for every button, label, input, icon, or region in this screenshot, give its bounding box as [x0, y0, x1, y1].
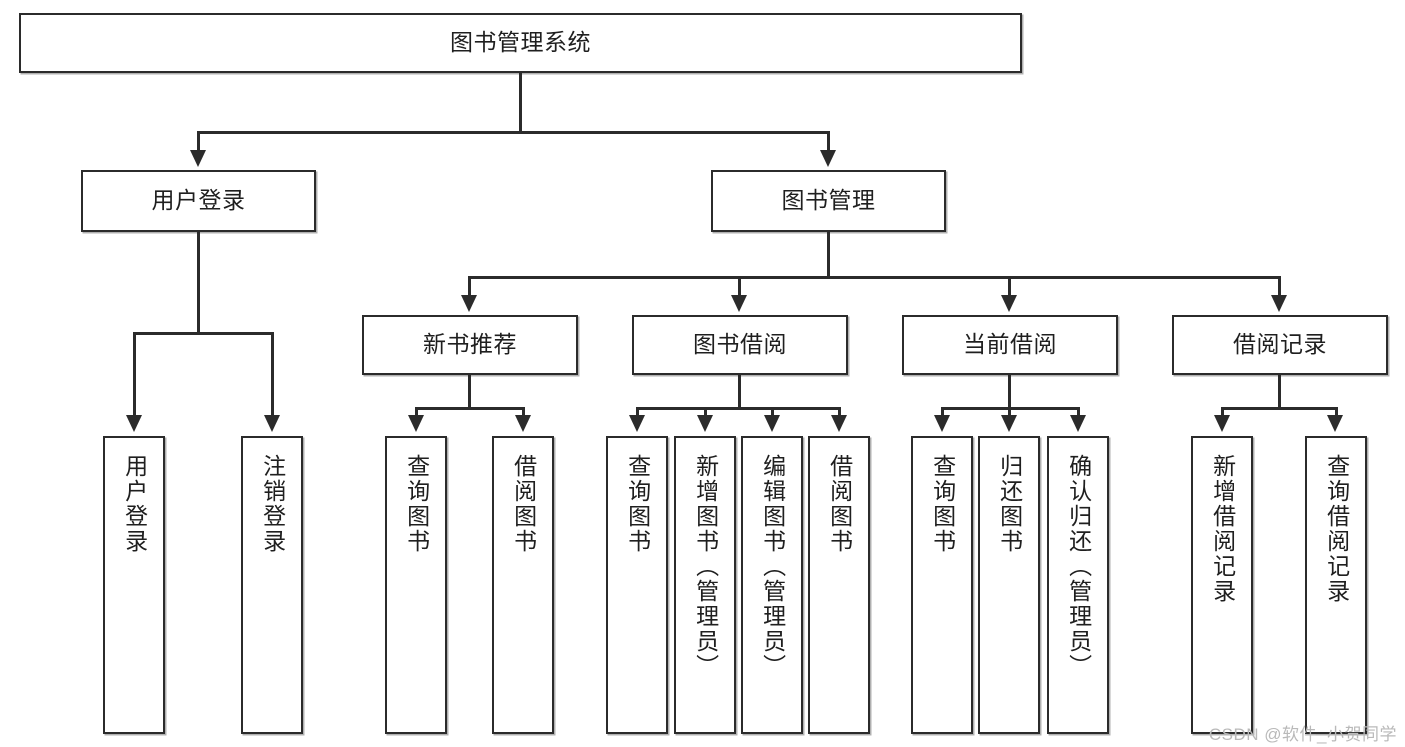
arrowhead-rec-query-book	[408, 415, 424, 432]
arrowhead-current-borrow	[1001, 295, 1017, 312]
node-root-book-management-system[interactable]: 图书管理系统	[19, 13, 1022, 73]
node-leaf-cur-return-book[interactable]: 归还图书	[978, 436, 1040, 734]
node-leaf-add-borrow-record[interactable]: 新增借阅记录	[1191, 436, 1253, 734]
connector-leg-user-login	[197, 131, 200, 153]
connector-user-login-stem	[197, 232, 200, 334]
connector-user-login-bus	[133, 332, 274, 335]
connector-borrow-record-stem	[1278, 375, 1281, 409]
connector-level3-bus	[468, 276, 1280, 279]
node-label: 用户登录	[151, 187, 246, 214]
connector-leg-rec-query-book	[415, 407, 418, 418]
node-borrow-record[interactable]: 借阅记录	[1172, 315, 1388, 375]
connector-leg-bor-borrow-book	[838, 407, 841, 418]
node-label: 编辑图书（管理员）	[759, 454, 786, 679]
arrowhead-bor-edit-book	[764, 415, 780, 432]
connector-book-borrow-stem	[738, 375, 741, 409]
connector-leg-cur-query-book	[941, 407, 944, 418]
node-label: 用户登录	[121, 454, 148, 554]
node-leaf-rec-borrow-book[interactable]: 借阅图书	[492, 436, 554, 734]
node-leaf-bor-query-book[interactable]: 查询图书	[606, 436, 668, 734]
arrowhead-new-book-rec	[461, 295, 477, 312]
arrowhead-book-manage	[820, 150, 836, 167]
node-label: 图书管理	[781, 187, 876, 214]
node-label: 归还图书	[996, 454, 1023, 554]
connector-leg-rec-add-record	[1221, 407, 1224, 418]
node-label: 注销登录	[259, 454, 286, 554]
arrowhead-book-borrow	[731, 295, 747, 312]
node-label: 确认归还（管理员）	[1065, 454, 1092, 679]
node-label: 新增借阅记录	[1209, 454, 1236, 604]
node-book-manage[interactable]: 图书管理	[711, 170, 946, 232]
connector-leg-bor-query-book	[636, 407, 639, 418]
node-label: 新增图书（管理员）	[692, 454, 719, 679]
csdn-watermark: CSDN @软件_小贺同学	[1208, 725, 1397, 744]
connector-leg-new-book-rec	[468, 276, 471, 298]
arrowhead-rec-add-record	[1214, 415, 1230, 432]
node-label: 借阅图书	[510, 454, 537, 554]
connector-book-borrow-bus	[636, 407, 841, 410]
node-leaf-bor-add-book[interactable]: 新增图书（管理员）	[674, 436, 736, 734]
connector-leg-bor-add-book	[704, 407, 707, 418]
node-leaf-cur-confirm-return[interactable]: 确认归还（管理员）	[1047, 436, 1109, 734]
node-label: 查询借阅记录	[1323, 454, 1350, 604]
connector-leg-rec-query-record	[1335, 407, 1338, 418]
node-label: 图书管理系统	[450, 29, 591, 56]
connector-root-stem	[519, 73, 522, 133]
node-user-login[interactable]: 用户登录	[81, 170, 316, 232]
node-leaf-query-borrow-record[interactable]: 查询借阅记录	[1305, 436, 1367, 734]
arrowhead-cur-query-book	[934, 415, 950, 432]
arrowhead-cur-confirm	[1070, 415, 1086, 432]
connector-leg-leaf-user-logout	[271, 332, 274, 418]
connector-leg-bor-edit-book	[771, 407, 774, 418]
connector-current-borrow-stem	[1008, 375, 1011, 409]
node-book-borrow[interactable]: 图书借阅	[632, 315, 848, 375]
node-label: 查询图书	[929, 454, 956, 554]
node-leaf-cur-query-book[interactable]: 查询图书	[911, 436, 973, 734]
arrowhead-leaf-user-logout	[264, 415, 280, 432]
connector-leg-cur-return-book	[1008, 407, 1011, 418]
node-label: 借阅记录	[1233, 331, 1327, 358]
connector-leg-book-manage	[827, 131, 830, 153]
arrowhead-leaf-user-login	[126, 415, 142, 432]
connector-book-manage-stem	[827, 232, 830, 278]
connector-leg-leaf-user-login	[133, 332, 136, 418]
arrowhead-rec-borrow-book	[515, 415, 531, 432]
connector-leg-book-borrow	[738, 276, 741, 298]
node-leaf-bor-edit-book[interactable]: 编辑图书（管理员）	[741, 436, 803, 734]
node-label: 图书借阅	[693, 331, 787, 358]
arrowhead-bor-borrow-book	[831, 415, 847, 432]
arrowhead-user-login	[190, 150, 206, 167]
connector-leg-current-borrow	[1008, 276, 1011, 298]
connector-borrow-record-bus	[1221, 407, 1338, 410]
node-label: 查询图书	[403, 454, 430, 554]
arrowhead-bor-query-book	[629, 415, 645, 432]
node-leaf-rec-query-book[interactable]: 查询图书	[385, 436, 447, 734]
node-label: 新书推荐	[423, 331, 517, 358]
node-label: 查询图书	[624, 454, 651, 554]
arrowhead-rec-query-record	[1327, 415, 1343, 432]
connector-level2-bus	[197, 131, 830, 134]
node-label: 当前借阅	[963, 331, 1057, 358]
arrowhead-bor-add-book	[697, 415, 713, 432]
arrowhead-cur-return-book	[1001, 415, 1017, 432]
node-leaf-user-logout[interactable]: 注销登录	[241, 436, 303, 734]
connector-new-book-rec-bus	[415, 407, 525, 410]
connector-leg-cur-confirm	[1077, 407, 1080, 418]
connector-new-book-rec-stem	[468, 375, 471, 409]
arrowhead-borrow-record	[1271, 295, 1287, 312]
node-new-book-recommendation[interactable]: 新书推荐	[362, 315, 578, 375]
node-label: 借阅图书	[826, 454, 853, 554]
connector-leg-borrow-record	[1278, 276, 1281, 298]
node-current-borrow[interactable]: 当前借阅	[902, 315, 1118, 375]
connector-leg-rec-borrow-book	[522, 407, 525, 418]
node-leaf-bor-borrow-book[interactable]: 借阅图书	[808, 436, 870, 734]
node-leaf-user-login[interactable]: 用户登录	[103, 436, 165, 734]
